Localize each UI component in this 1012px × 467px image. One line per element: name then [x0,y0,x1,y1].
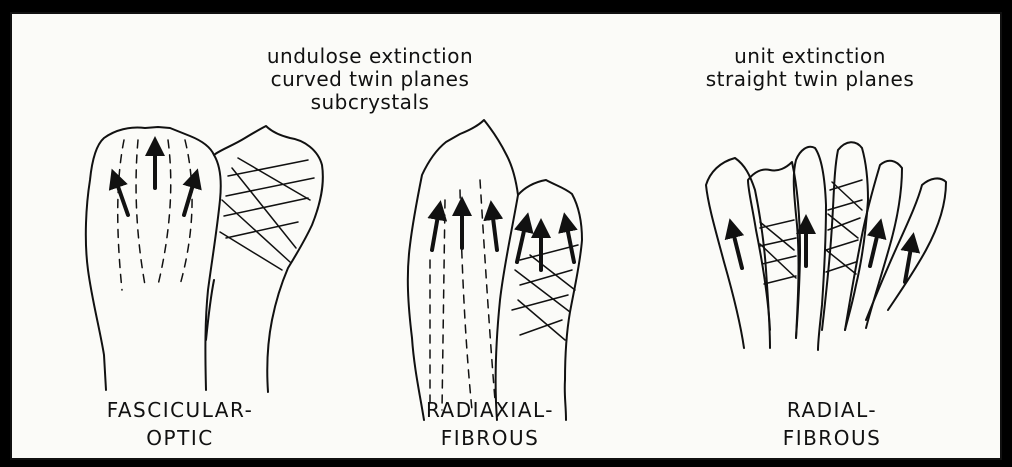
header-left-line-1: undulose extinction [220,45,520,68]
radiaxial-fibrous-crystals [408,120,582,420]
arrow [566,222,574,262]
header-left: undulose extinction curved twin planes s… [220,45,520,114]
radial-crystal-3 [794,147,826,350]
header-left-line-2: curved twin planes [220,68,520,91]
fascicular-twin-planes [220,158,314,270]
label-radiaxial-fibrous: RADIAXIAL- FIBROUS [370,396,610,452]
label-line-1: FASCICULAR- [60,396,300,424]
label-line-2: FIBROUS [370,424,610,452]
radial-twin-planes [760,180,862,284]
label-radial-fibrous: RADIAL- FIBROUS [712,396,952,452]
arrow [517,222,526,262]
label-fascicular-optic: FASCICULAR- OPTIC [60,396,300,452]
header-right-line-1: unit extinction [660,45,960,68]
arrow [492,210,497,250]
header-left-line-3: subcrystals [220,91,520,114]
radiaxial-fibrous-arrows [432,206,574,270]
label-line-2: FIBROUS [712,424,952,452]
radial-crystal-6 [866,178,946,320]
header-right: unit extinction straight twin planes [660,45,960,91]
header-right-line-2: straight twin planes [660,68,960,91]
label-line-2: OPTIC [60,424,300,452]
arrow [115,178,128,215]
fascicular-optic-arrows [115,146,195,215]
arrow [732,228,742,268]
arrow [870,228,879,266]
label-line-1: RADIAL- [712,396,952,424]
label-line-1: RADIAXIAL- [370,396,610,424]
radial-crystal-2 [748,162,800,338]
arrow [184,178,195,215]
arrow [432,210,439,250]
